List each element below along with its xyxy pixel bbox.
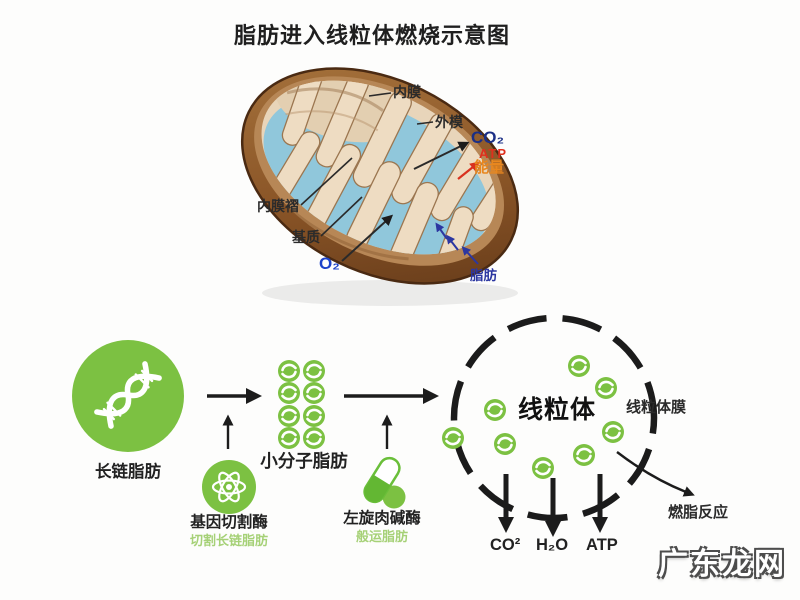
label-product-co2: CO² <box>490 536 521 554</box>
long-chain-fat-badge <box>72 340 184 452</box>
dna-helix-icon <box>94 361 162 429</box>
label-gene-cutting-enzyme-desc: 切割长链脂肪 <box>189 533 268 548</box>
carnitine-enzyme-badge <box>363 456 406 509</box>
label-matrix: 基质 <box>292 229 320 245</box>
label-inner-membrane-fold: 内膜褶 <box>257 198 299 214</box>
label-fat: 脂肪 <box>470 268 497 283</box>
label-co2: CO₂ <box>471 128 505 147</box>
mitochondrion-illustration <box>240 56 524 288</box>
label-carnitine-enzyme: 左旋肉碱酶 <box>343 510 421 527</box>
fat-entry-arrows <box>435 222 479 265</box>
site-watermark: 广东龙网 <box>658 548 786 581</box>
label-fat-burn-reaction: 燃脂反应 <box>668 504 729 521</box>
capsule-icon <box>363 456 401 504</box>
label-carnitine-enzyme-desc: 般运脂肪 <box>355 529 408 544</box>
label-outer-membrane: 外模 <box>435 114 463 130</box>
label-atp: ATP <box>479 146 508 161</box>
label-inner-membrane: 内膜 <box>393 84 421 100</box>
mitochondrion-shadow <box>262 280 518 306</box>
small-fat-cluster <box>276 358 327 451</box>
label-long-chain-fat: 长链脂肪 <box>95 463 161 481</box>
label-energy: 能量 <box>474 159 505 176</box>
outer-membrane-line <box>416 121 434 125</box>
inner-fold-line <box>300 157 353 206</box>
flow-arrows <box>207 388 439 449</box>
label-mitochondria-membrane: 线粒体膜 <box>626 399 687 416</box>
label-small-molecule-fat: 小分子脂肪 <box>260 451 348 471</box>
gene-enzyme-badge <box>202 460 256 514</box>
inner-membrane-line <box>368 92 392 97</box>
label-o2: O₂ <box>319 254 340 273</box>
o2-arrow <box>341 214 394 262</box>
label-leader-lines <box>300 92 470 262</box>
co2-arrow <box>413 141 470 170</box>
burn-reaction-arrow <box>616 451 695 497</box>
label-mitochondria: 线粒体 <box>517 396 596 424</box>
atom-icon <box>211 471 247 503</box>
product-arrows <box>498 474 608 537</box>
matrix-line <box>320 196 363 237</box>
energy-arrow <box>457 161 481 180</box>
label-product-atp: ATP <box>586 536 618 554</box>
page-title: 脂肪进入线粒体燃烧示意图 <box>233 23 510 48</box>
label-product-h2o: H₂O <box>536 536 569 554</box>
label-gene-cutting-enzyme: 基因切割酶 <box>190 514 268 531</box>
